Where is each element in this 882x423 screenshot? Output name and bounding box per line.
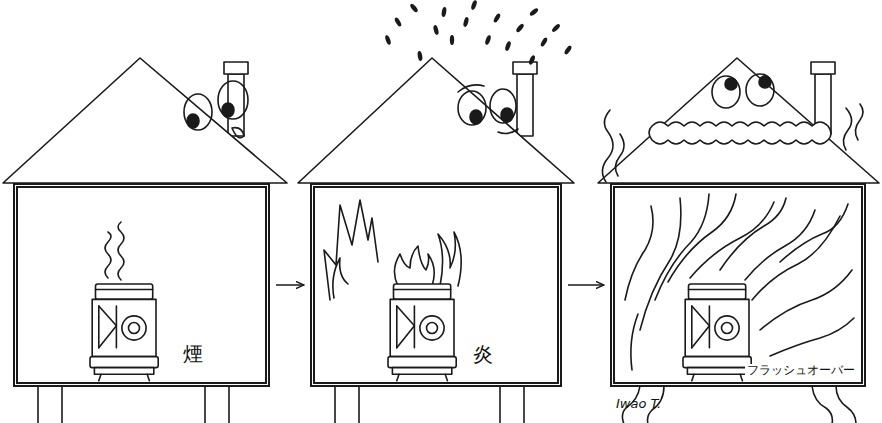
- flame: [333, 258, 348, 298]
- chimney-cap: [224, 62, 248, 74]
- eye: [746, 74, 774, 106]
- eye: [458, 91, 486, 125]
- eye: [490, 89, 516, 123]
- flame: [855, 104, 863, 140]
- flame: [438, 232, 461, 286]
- house-three: [598, 58, 879, 423]
- sweat-drop: [232, 128, 244, 138]
- stage-arrow: [276, 284, 304, 286]
- pupil: [759, 76, 771, 88]
- pupil: [222, 103, 234, 117]
- house-body: フラッシュオーバー: [610, 183, 866, 387]
- pupil: [725, 78, 737, 90]
- flame: [843, 108, 851, 150]
- house-two: [298, 0, 574, 423]
- house-one: [3, 58, 287, 423]
- pupil: [187, 114, 199, 128]
- stage-arrow: [568, 284, 604, 286]
- house-body: 炎: [310, 183, 562, 387]
- roof: [598, 58, 879, 183]
- signature: Iwao T.: [616, 396, 661, 411]
- chimney: [517, 74, 533, 136]
- house-leg: [205, 386, 229, 423]
- house-leg: [500, 386, 524, 423]
- stove: [683, 284, 751, 381]
- stage-label: 炎: [471, 343, 495, 366]
- flame: [615, 134, 624, 176]
- pupil: [501, 108, 513, 122]
- flame: [324, 200, 378, 300]
- eye: [184, 94, 212, 130]
- chimney-cap: [513, 62, 537, 74]
- sweat-line: [498, 129, 518, 133]
- smoke: [118, 222, 124, 280]
- roof: [3, 58, 287, 183]
- roof: [298, 58, 574, 183]
- eye: [712, 76, 740, 108]
- smoke: [105, 232, 111, 278]
- wavy-mouth: [649, 122, 831, 144]
- stove: [90, 284, 158, 381]
- house-body: 煙: [13, 183, 270, 387]
- stage-label: フラッシュオーバー: [745, 364, 857, 378]
- stove: [388, 284, 456, 381]
- eye: [218, 81, 248, 119]
- rain-drops: [384, 0, 572, 65]
- house-leg: [812, 386, 856, 423]
- stage-label: 煙: [181, 343, 205, 366]
- chimney-cap: [811, 62, 835, 74]
- pupil: [470, 110, 482, 124]
- house-leg: [335, 386, 359, 423]
- flame: [394, 246, 434, 286]
- flame: [602, 110, 613, 182]
- house-leg: [38, 386, 62, 423]
